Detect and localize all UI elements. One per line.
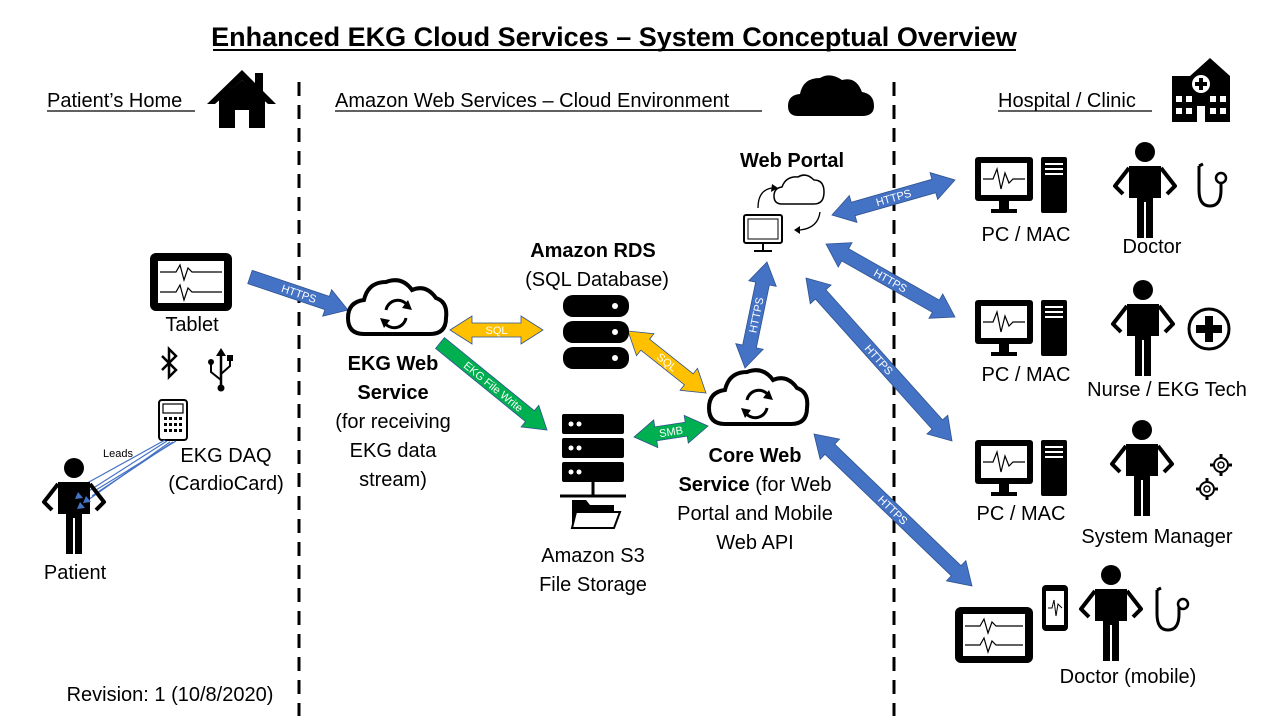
arrow-s3-core: SMB (633, 414, 709, 449)
arrow-ekg-rds: SQL (449, 315, 544, 345)
section-cloud-label: Amazon Web Services – Cloud Environment (335, 90, 730, 112)
arrow-label: SQL (485, 325, 507, 337)
doctor-mobile-label: Doctor (mobile) (1060, 666, 1197, 688)
rds-label-line2: (SQL Database) (525, 269, 669, 291)
arrow-portal-manager: HTTPS (805, 277, 953, 442)
patient-icon (42, 456, 106, 556)
arrow-shape (627, 330, 707, 394)
arrow-label: EKG File Write (461, 360, 525, 415)
doctor-label: Doctor (1123, 236, 1182, 258)
doctor-icon (1113, 140, 1177, 240)
daq-device-icon (158, 399, 188, 441)
arrow-label: HTTPS (747, 296, 766, 334)
lead-wires (79, 439, 177, 501)
web-portal-label: Web Portal (740, 150, 844, 172)
arrow-shape (825, 242, 956, 319)
arrow-portal-core: HTTPS (735, 261, 777, 369)
pc-mac-icon-1 (974, 156, 1068, 214)
system-manager-label: System Manager (1081, 526, 1233, 548)
rds-label-line1: Amazon RDS (530, 240, 656, 262)
ekg-ws-label-line4: EKG data (350, 440, 438, 462)
web-portal-icon (743, 174, 825, 252)
leads-label: Leads (103, 448, 133, 460)
ekg-web-service-icon (346, 278, 449, 336)
ekg-ws-label-line2: Service (357, 382, 428, 404)
arrow-label: HTTPS (871, 267, 908, 295)
nurse-icon (1111, 278, 1175, 378)
arrow-shape (449, 315, 544, 345)
bluetooth-icon (161, 345, 178, 381)
s3-label-line2: File Storage (539, 574, 647, 596)
ekg-ws-label-line3: (for receiving (335, 411, 451, 433)
system-manager-icon (1110, 418, 1174, 518)
page-title: Enhanced EKG Cloud Services – System Con… (211, 22, 1018, 52)
arrow-shape (247, 269, 349, 317)
pc-label-1: PC / MAC (982, 224, 1071, 246)
database-icon (563, 295, 629, 369)
arrow-shape (805, 277, 953, 442)
pc-mac-icon-3 (974, 439, 1068, 497)
smartphone-icon (1042, 585, 1068, 631)
core-label-line3: Portal and Mobile (677, 503, 833, 525)
arrow-label: SMB (658, 425, 683, 440)
core-label-line4: Web API (716, 532, 793, 554)
s3-label-line1: Amazon S3 (541, 545, 644, 567)
core-label-line2: Service (for Web (678, 474, 831, 496)
nurse-label: Nurse / EKG Tech (1087, 379, 1247, 401)
core-label-line2-rest: (for Web (750, 474, 832, 496)
daq-label-line2: (CardioCard) (168, 473, 284, 495)
hospital-icon (1172, 58, 1230, 122)
daq-label-line1: EKG DAQ (180, 445, 271, 467)
section-hospital-label: Hospital / Clinic (998, 90, 1136, 112)
tablet-icon (150, 253, 232, 311)
arrow-rds-core: SQL (627, 330, 707, 394)
patient-label: Patient (44, 562, 107, 584)
pc-label-2: PC / MAC (982, 364, 1071, 386)
mobile-tablet-icon (955, 607, 1033, 663)
arrow-shape (435, 337, 548, 431)
house-icon (207, 70, 276, 128)
usb-icon (208, 348, 233, 392)
gears-icon (1196, 454, 1232, 500)
section-home-label: Patient’s Home (47, 90, 182, 112)
arrow-shape (813, 433, 973, 587)
cloud-icon (788, 75, 874, 116)
doctor-mobile-icon (1079, 563, 1143, 663)
revision-label: Revision: 1 (10/8/2020) (67, 684, 274, 706)
ekg-ws-label-line1: EKG Web (348, 353, 439, 375)
pc-label-3: PC / MAC (977, 503, 1066, 525)
tablet-label: Tablet (165, 314, 219, 336)
ekg-ws-label-line5: stream) (359, 469, 427, 491)
stethoscope-icon (1197, 162, 1228, 208)
medical-cross-icon (1187, 307, 1231, 351)
arrow-shape (633, 414, 709, 449)
core-label-line1: Core Web (709, 445, 802, 467)
arrow-shape (735, 261, 777, 369)
core-label-line2-bold: Service (678, 474, 749, 496)
core-web-service-icon (707, 368, 810, 426)
file-server-icon (560, 414, 626, 529)
stethoscope-icon-2 (1155, 586, 1190, 632)
pc-mac-icon-2 (974, 299, 1068, 357)
arrow-shape (831, 171, 956, 224)
